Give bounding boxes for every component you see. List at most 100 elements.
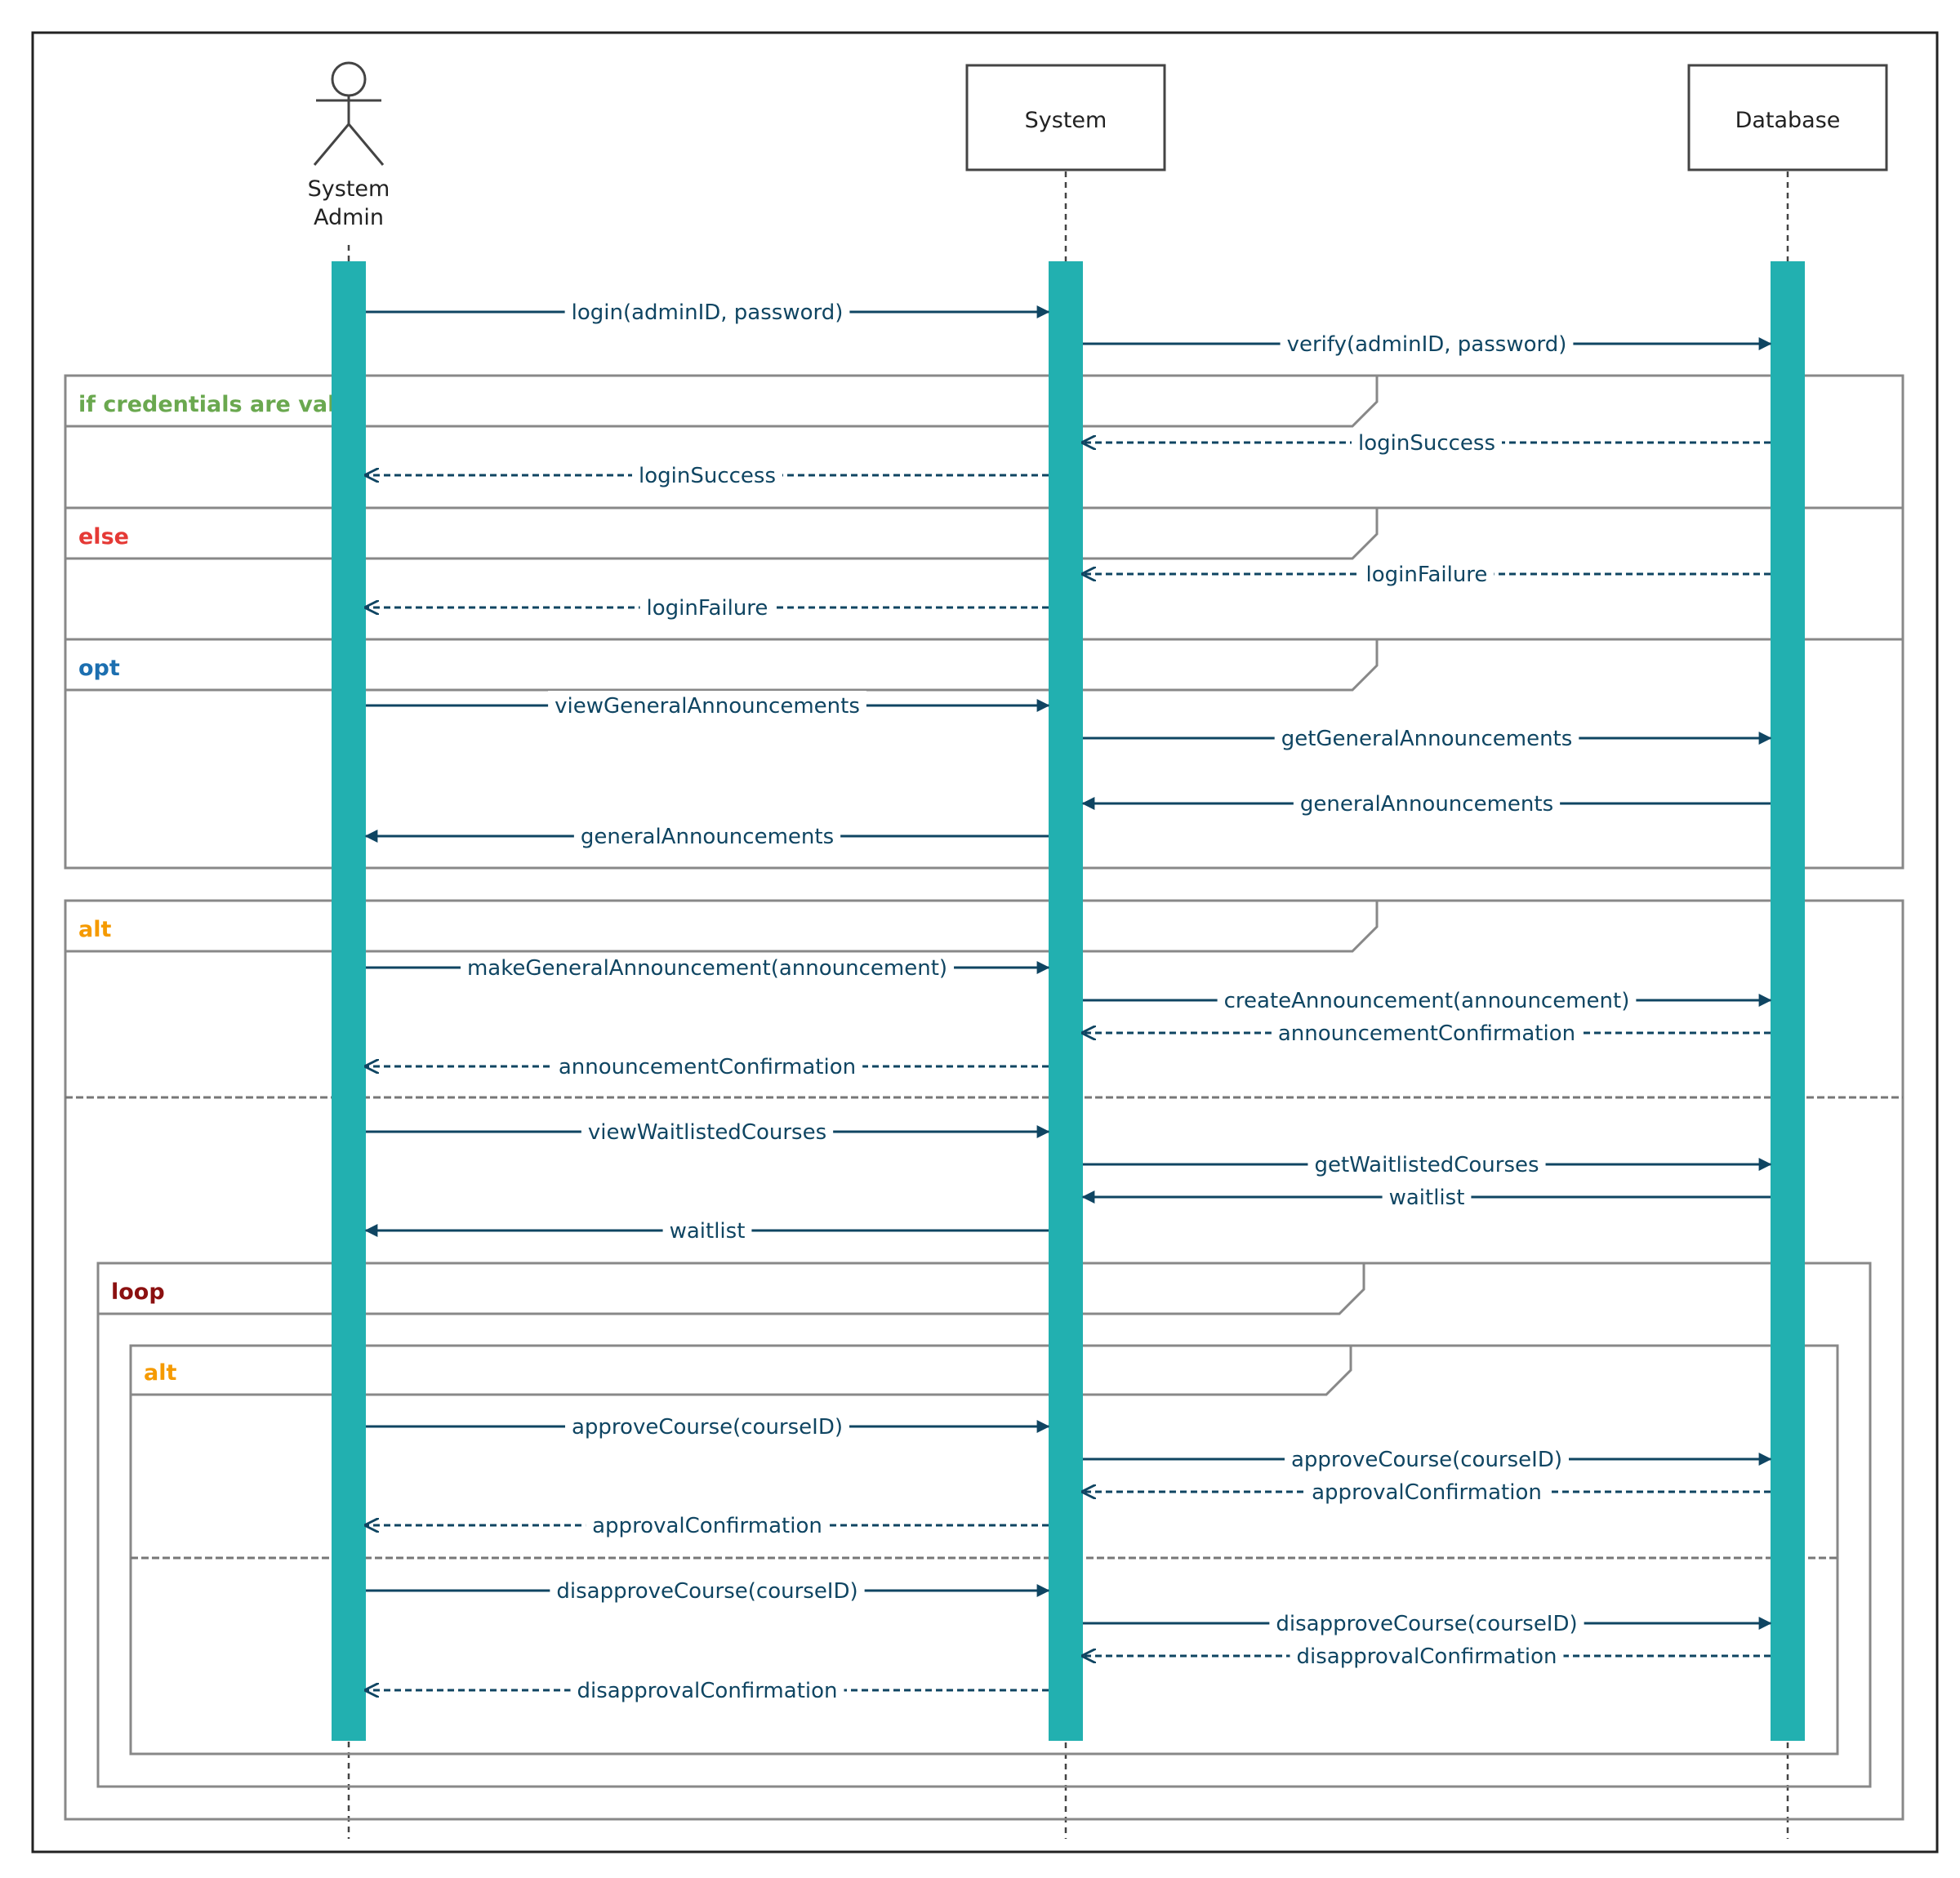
message-3-label-bg xyxy=(1352,428,1502,456)
message-13-label: announcementConfirmation xyxy=(1278,1021,1575,1046)
message-15: viewWaitlistedCourses xyxy=(366,1117,1050,1145)
message-8: getGeneralAnnouncements xyxy=(1083,723,1772,751)
message-23-label-bg xyxy=(550,1576,865,1604)
message-5-label-bg xyxy=(1359,559,1494,587)
message-6-label: loginFailure xyxy=(647,596,768,621)
message-4-label: loginSuccess xyxy=(639,464,776,488)
message-23-label: disapproveCourse(courseID) xyxy=(556,1579,858,1604)
message-5-label: loginFailure xyxy=(1366,563,1488,587)
fragment-alt-inner-label: alt xyxy=(144,1360,176,1386)
message-10: generalAnnouncements xyxy=(364,821,1049,849)
activation-bar-database xyxy=(1771,261,1805,1741)
message-4-label-bg xyxy=(632,461,782,488)
message-22-label-bg xyxy=(586,1511,829,1538)
message-24-label: disapproveCourse(courseID) xyxy=(1276,1612,1577,1636)
message-7-label-bg xyxy=(548,691,866,719)
message-19-label: approveCourse(courseID) xyxy=(572,1415,843,1440)
outer-border xyxy=(31,31,1939,1854)
message-20-label-bg xyxy=(1284,1444,1570,1472)
fragment-if-label: if credentials are valid xyxy=(78,392,359,417)
fragment-loop-tab xyxy=(98,1263,1365,1315)
message-23: disapproveCourse(courseID) xyxy=(366,1576,1050,1604)
fragment-if-else-opt xyxy=(64,374,1904,870)
message-7-label: viewGeneralAnnouncements xyxy=(555,694,860,719)
message-21: approvalConfirmation xyxy=(1083,1477,1771,1505)
message-1: login(adminID, password) xyxy=(366,297,1050,325)
actor-label-line-2: Admin xyxy=(314,205,384,230)
activation-bar-admin xyxy=(332,261,366,1741)
message-3-label: loginSuccess xyxy=(1358,431,1495,456)
message-1-label: login(adminID, password) xyxy=(572,300,844,325)
actor-label-line-1: System xyxy=(308,176,390,202)
message-26: disapprovalConfirmation xyxy=(366,1676,1049,1703)
message-26-label-bg xyxy=(570,1676,844,1703)
message-12: createAnnouncement(announcement) xyxy=(1083,986,1772,1013)
fragment-else-tab xyxy=(65,508,1379,560)
message-11-label-bg xyxy=(460,953,955,981)
participant-database: Database xyxy=(1687,64,1888,171)
message-11: makeGeneralAnnouncement(announcement) xyxy=(366,953,1050,981)
message-16: getWaitlistedCourses xyxy=(1083,1150,1772,1177)
fragment-opt-tab xyxy=(65,639,1379,692)
message-19: approveCourse(courseID) xyxy=(366,1412,1050,1440)
message-20-label: approveCourse(courseID) xyxy=(1291,1448,1562,1472)
message-24-label-bg xyxy=(1269,1609,1584,1636)
message-13: announcementConfirmation xyxy=(1083,1018,1771,1046)
message-18: waitlist xyxy=(364,1216,1049,1244)
fragment-loop-label: loop xyxy=(111,1279,165,1305)
participant-database-box xyxy=(1687,64,1888,171)
message-17-label: waitlist xyxy=(1389,1186,1465,1210)
fragment-alt-outer-tab xyxy=(65,901,1379,953)
message-20: approveCourse(courseID) xyxy=(1083,1444,1772,1472)
message-12-label-bg xyxy=(1217,986,1637,1013)
message-1-label-bg xyxy=(564,297,850,325)
message-10-label: generalAnnouncements xyxy=(581,825,834,849)
message-13-label-bg xyxy=(1271,1018,1583,1046)
message-2-label: verify(adminID, password) xyxy=(1287,332,1567,357)
fragment-alt-inner-tab xyxy=(131,1346,1352,1396)
participant-admin: System Admin xyxy=(308,61,390,230)
message-14: announcementConfirmation xyxy=(366,1052,1049,1079)
message-17-label-bg xyxy=(1382,1182,1472,1210)
message-16-label: getWaitlistedCourses xyxy=(1314,1153,1539,1177)
message-8-label-bg xyxy=(1274,723,1579,751)
message-9: generalAnnouncements xyxy=(1081,789,1771,817)
message-7: viewGeneralAnnouncements xyxy=(366,691,1050,719)
message-25-label: disapprovalConfirmation xyxy=(1297,1644,1557,1669)
message-21-label: approvalConfirmation xyxy=(1312,1480,1542,1505)
message-18-label-bg xyxy=(662,1216,752,1244)
message-2-label-bg xyxy=(1280,329,1574,357)
participant-system-box xyxy=(965,64,1166,171)
message-16-label-bg xyxy=(1307,1150,1546,1177)
message-2: verify(adminID, password) xyxy=(1083,329,1772,357)
message-12-label: createAnnouncement(announcement) xyxy=(1224,989,1630,1013)
message-3: loginSuccess xyxy=(1083,428,1771,456)
message-10-label-bg xyxy=(573,821,841,849)
message-15-label: viewWaitlistedCourses xyxy=(588,1120,826,1145)
actor-icon xyxy=(313,61,385,166)
fragment-opt-label: opt xyxy=(78,656,120,681)
message-22: approvalConfirmation xyxy=(366,1511,1049,1538)
activation-bar-system xyxy=(1049,261,1083,1741)
message-22-label: approvalConfirmation xyxy=(592,1514,822,1538)
message-8-label: getGeneralAnnouncements xyxy=(1281,727,1573,751)
message-9-label: generalAnnouncements xyxy=(1300,792,1553,817)
participant-system-label: System xyxy=(1025,108,1107,133)
message-26-label: disapprovalConfirmation xyxy=(577,1679,838,1703)
message-21-label-bg xyxy=(1305,1477,1548,1505)
message-19-label-bg xyxy=(564,1412,850,1440)
message-11-label: makeGeneralAnnouncement(announcement) xyxy=(467,956,947,981)
message-9-label-bg xyxy=(1293,789,1561,817)
message-24: disapproveCourse(courseID) xyxy=(1083,1609,1772,1636)
message-18-label: waitlist xyxy=(670,1219,746,1244)
participant-system: System xyxy=(965,64,1166,171)
fragment-else-label: else xyxy=(78,524,129,550)
fragment-alt-outer xyxy=(64,899,1904,1821)
fragment-if-tab xyxy=(65,376,1379,428)
message-14-label-bg xyxy=(551,1052,863,1079)
message-14-label: announcementConfirmation xyxy=(559,1055,856,1079)
fragment-alt-inner xyxy=(129,1344,1839,1756)
message-25-label-bg xyxy=(1290,1641,1564,1669)
message-25: disapprovalConfirmation xyxy=(1083,1641,1771,1669)
